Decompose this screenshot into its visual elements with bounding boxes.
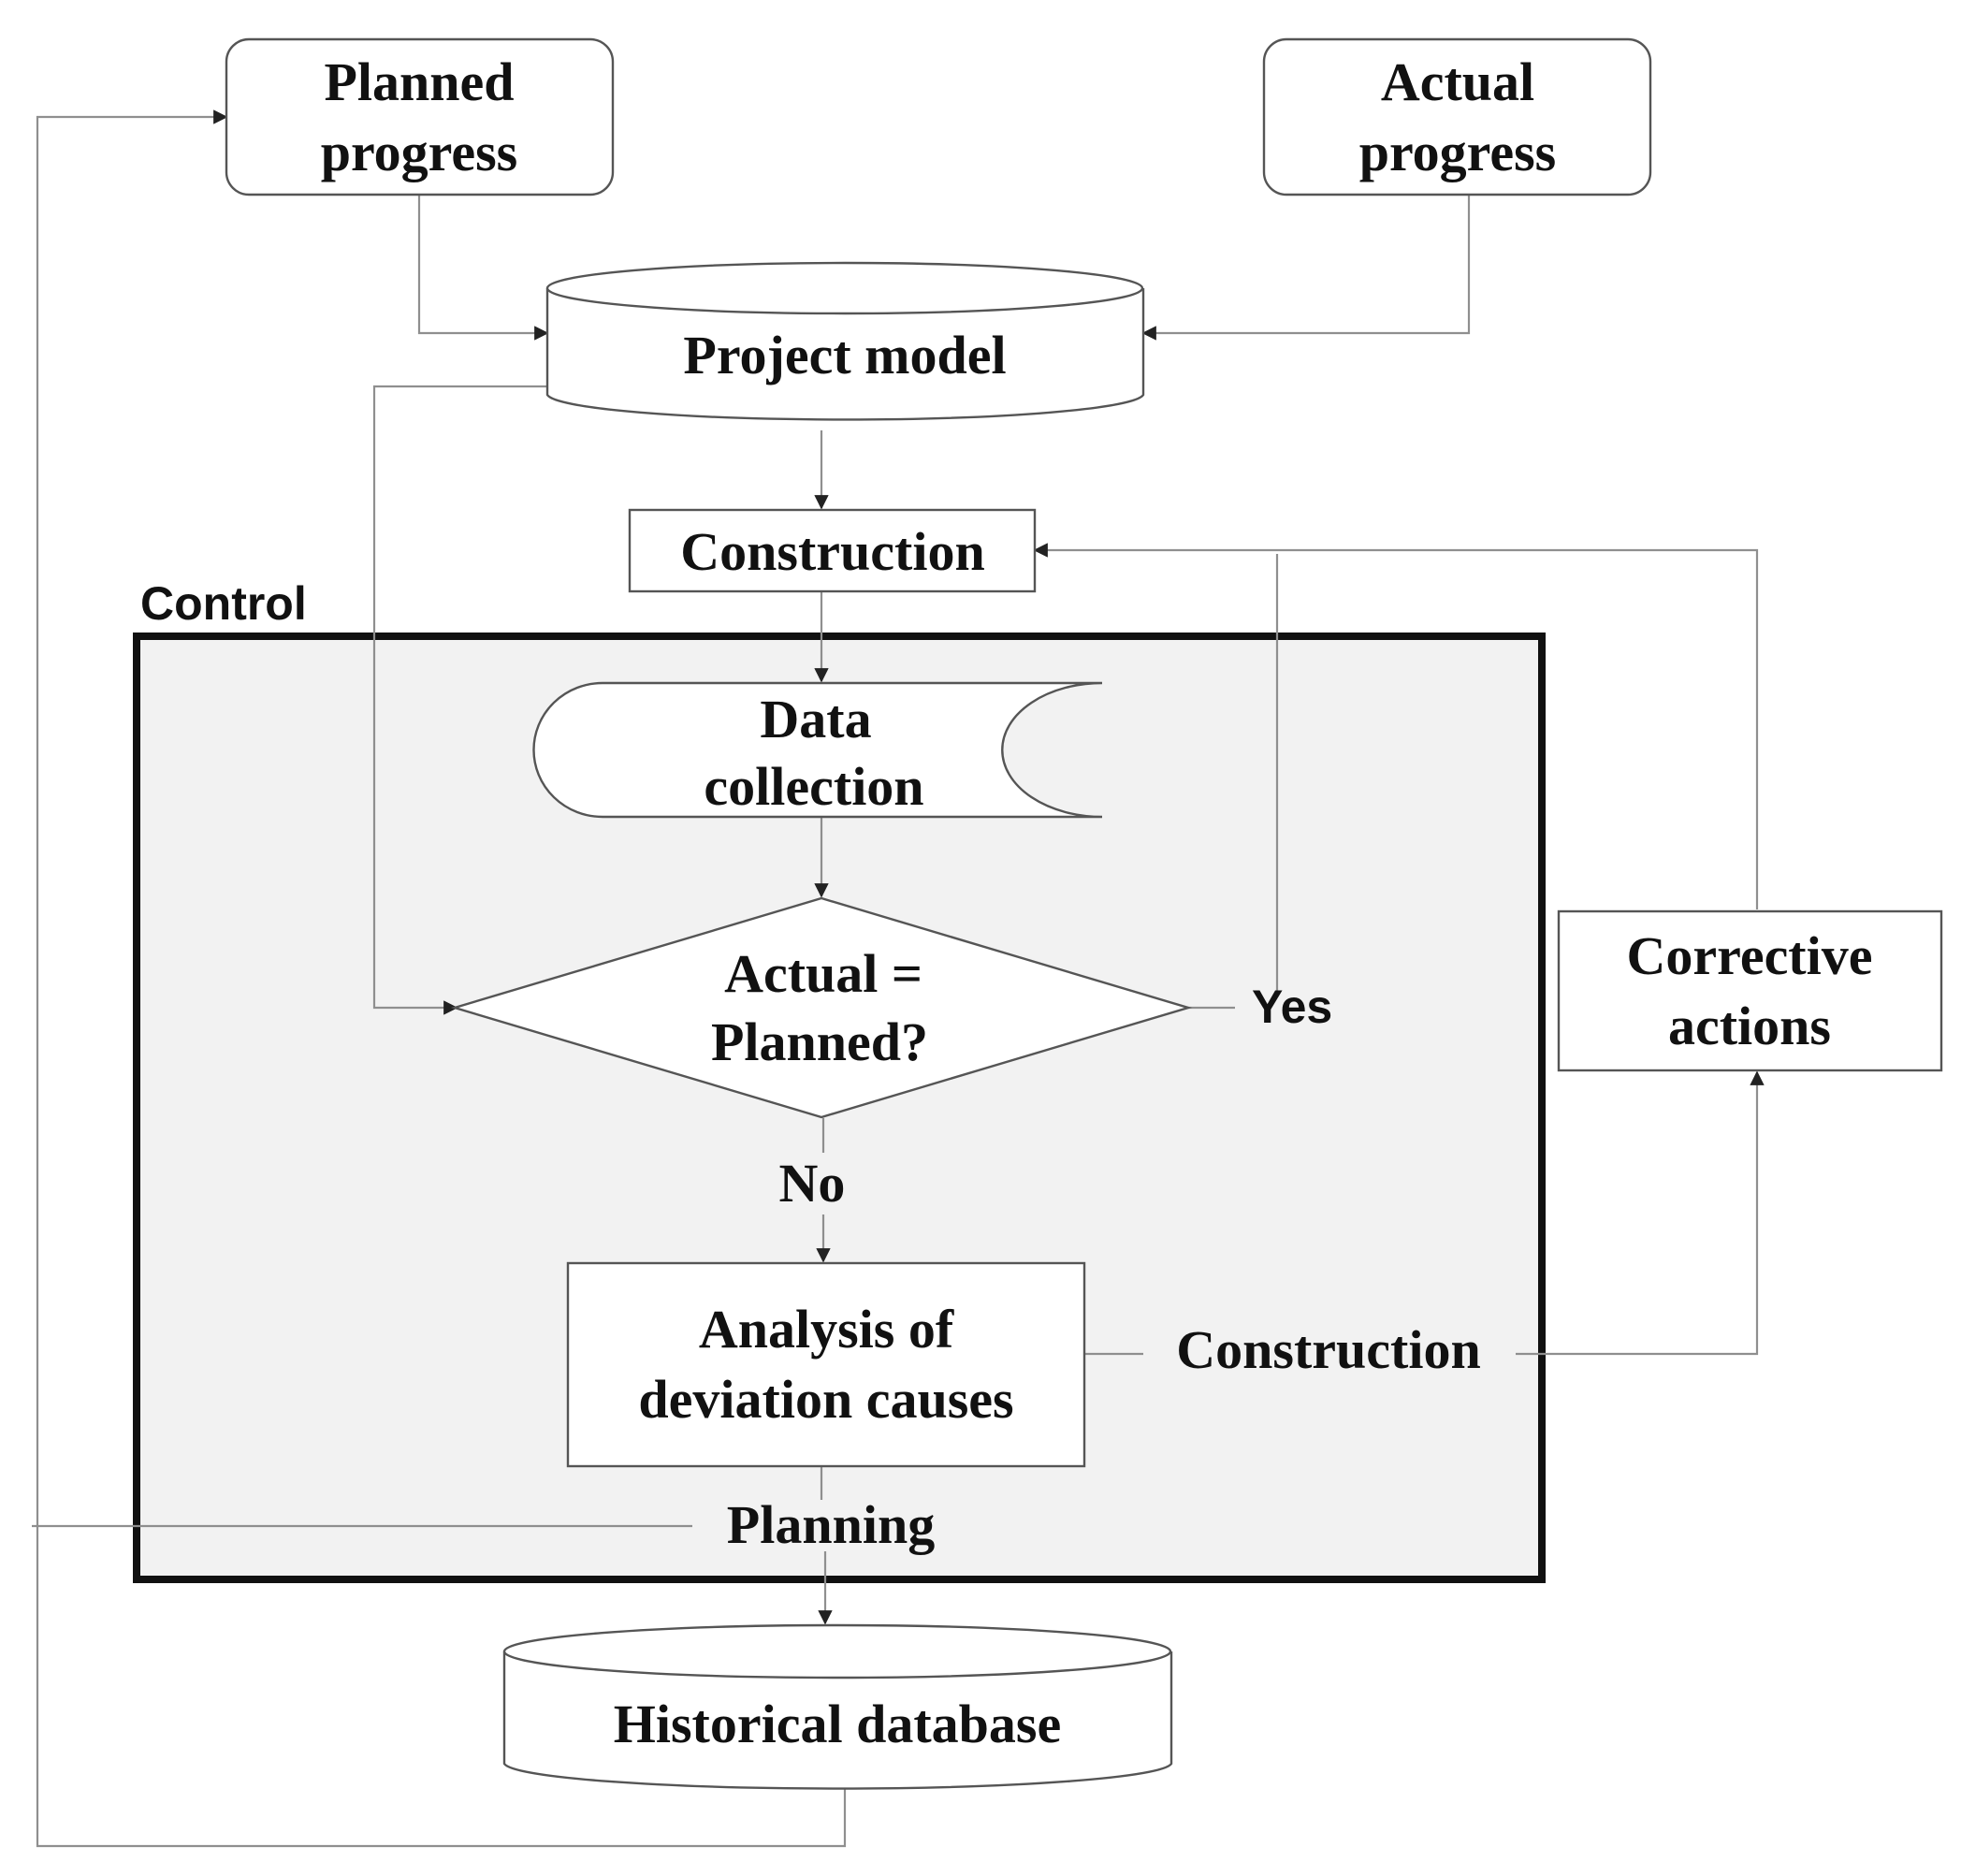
actual-progress-node (1262, 37, 1652, 196)
historical-database-node: Historical database (502, 1623, 1173, 1790)
actual-progress-label-line1: Actual (1381, 51, 1534, 112)
historical-database-label: Historical database (614, 1694, 1061, 1754)
planned-progress-label-line2: progress (321, 122, 518, 182)
planned-progress-label-line1: Planned (324, 51, 514, 112)
data-collection-label-line1: Data (760, 689, 871, 749)
corrective-actions-label-line1: Corrective (1627, 925, 1873, 986)
control-group-label: Control (140, 577, 307, 630)
edge-actual-to-model (1141, 195, 1471, 341)
data-collection-node: Data collection (532, 681, 1103, 819)
edge-label-planning: Planning (727, 1494, 935, 1555)
project-model-node: Project model (545, 261, 1145, 421)
decision-label-line2: Planned? (711, 1011, 928, 1072)
edge-construction-label-to-corrective (1516, 1070, 1765, 1356)
edge-label-construction: Construction (1176, 1319, 1480, 1380)
edge-corrective-to-construction (1033, 543, 1759, 909)
planned-progress-node (225, 37, 615, 196)
edge-planned-to-model (417, 195, 549, 341)
analysis-label-line2: deviation causes (638, 1369, 1013, 1430)
construction-label: Construction (680, 521, 984, 582)
edge-label-no: No (779, 1153, 846, 1214)
edge-database-to-planned (36, 109, 847, 1848)
corrective-actions-label-line2: actions (1668, 996, 1831, 1056)
decision-node (450, 896, 1193, 1119)
data-collection-label-line2: collection (704, 756, 923, 817)
actual-progress-label-line2: progress (1359, 122, 1557, 182)
edge-model-to-decision (372, 385, 547, 1015)
decision-label-line1: Actual = (724, 943, 922, 1004)
project-model-label: Project model (683, 325, 1006, 385)
analysis-node (566, 1261, 1086, 1468)
edge-label-yes: Yes (1252, 981, 1332, 1033)
analysis-label-line1: Analysis of (699, 1299, 954, 1360)
corrective-actions-node (1557, 909, 1943, 1072)
construction-node (628, 508, 1037, 593)
